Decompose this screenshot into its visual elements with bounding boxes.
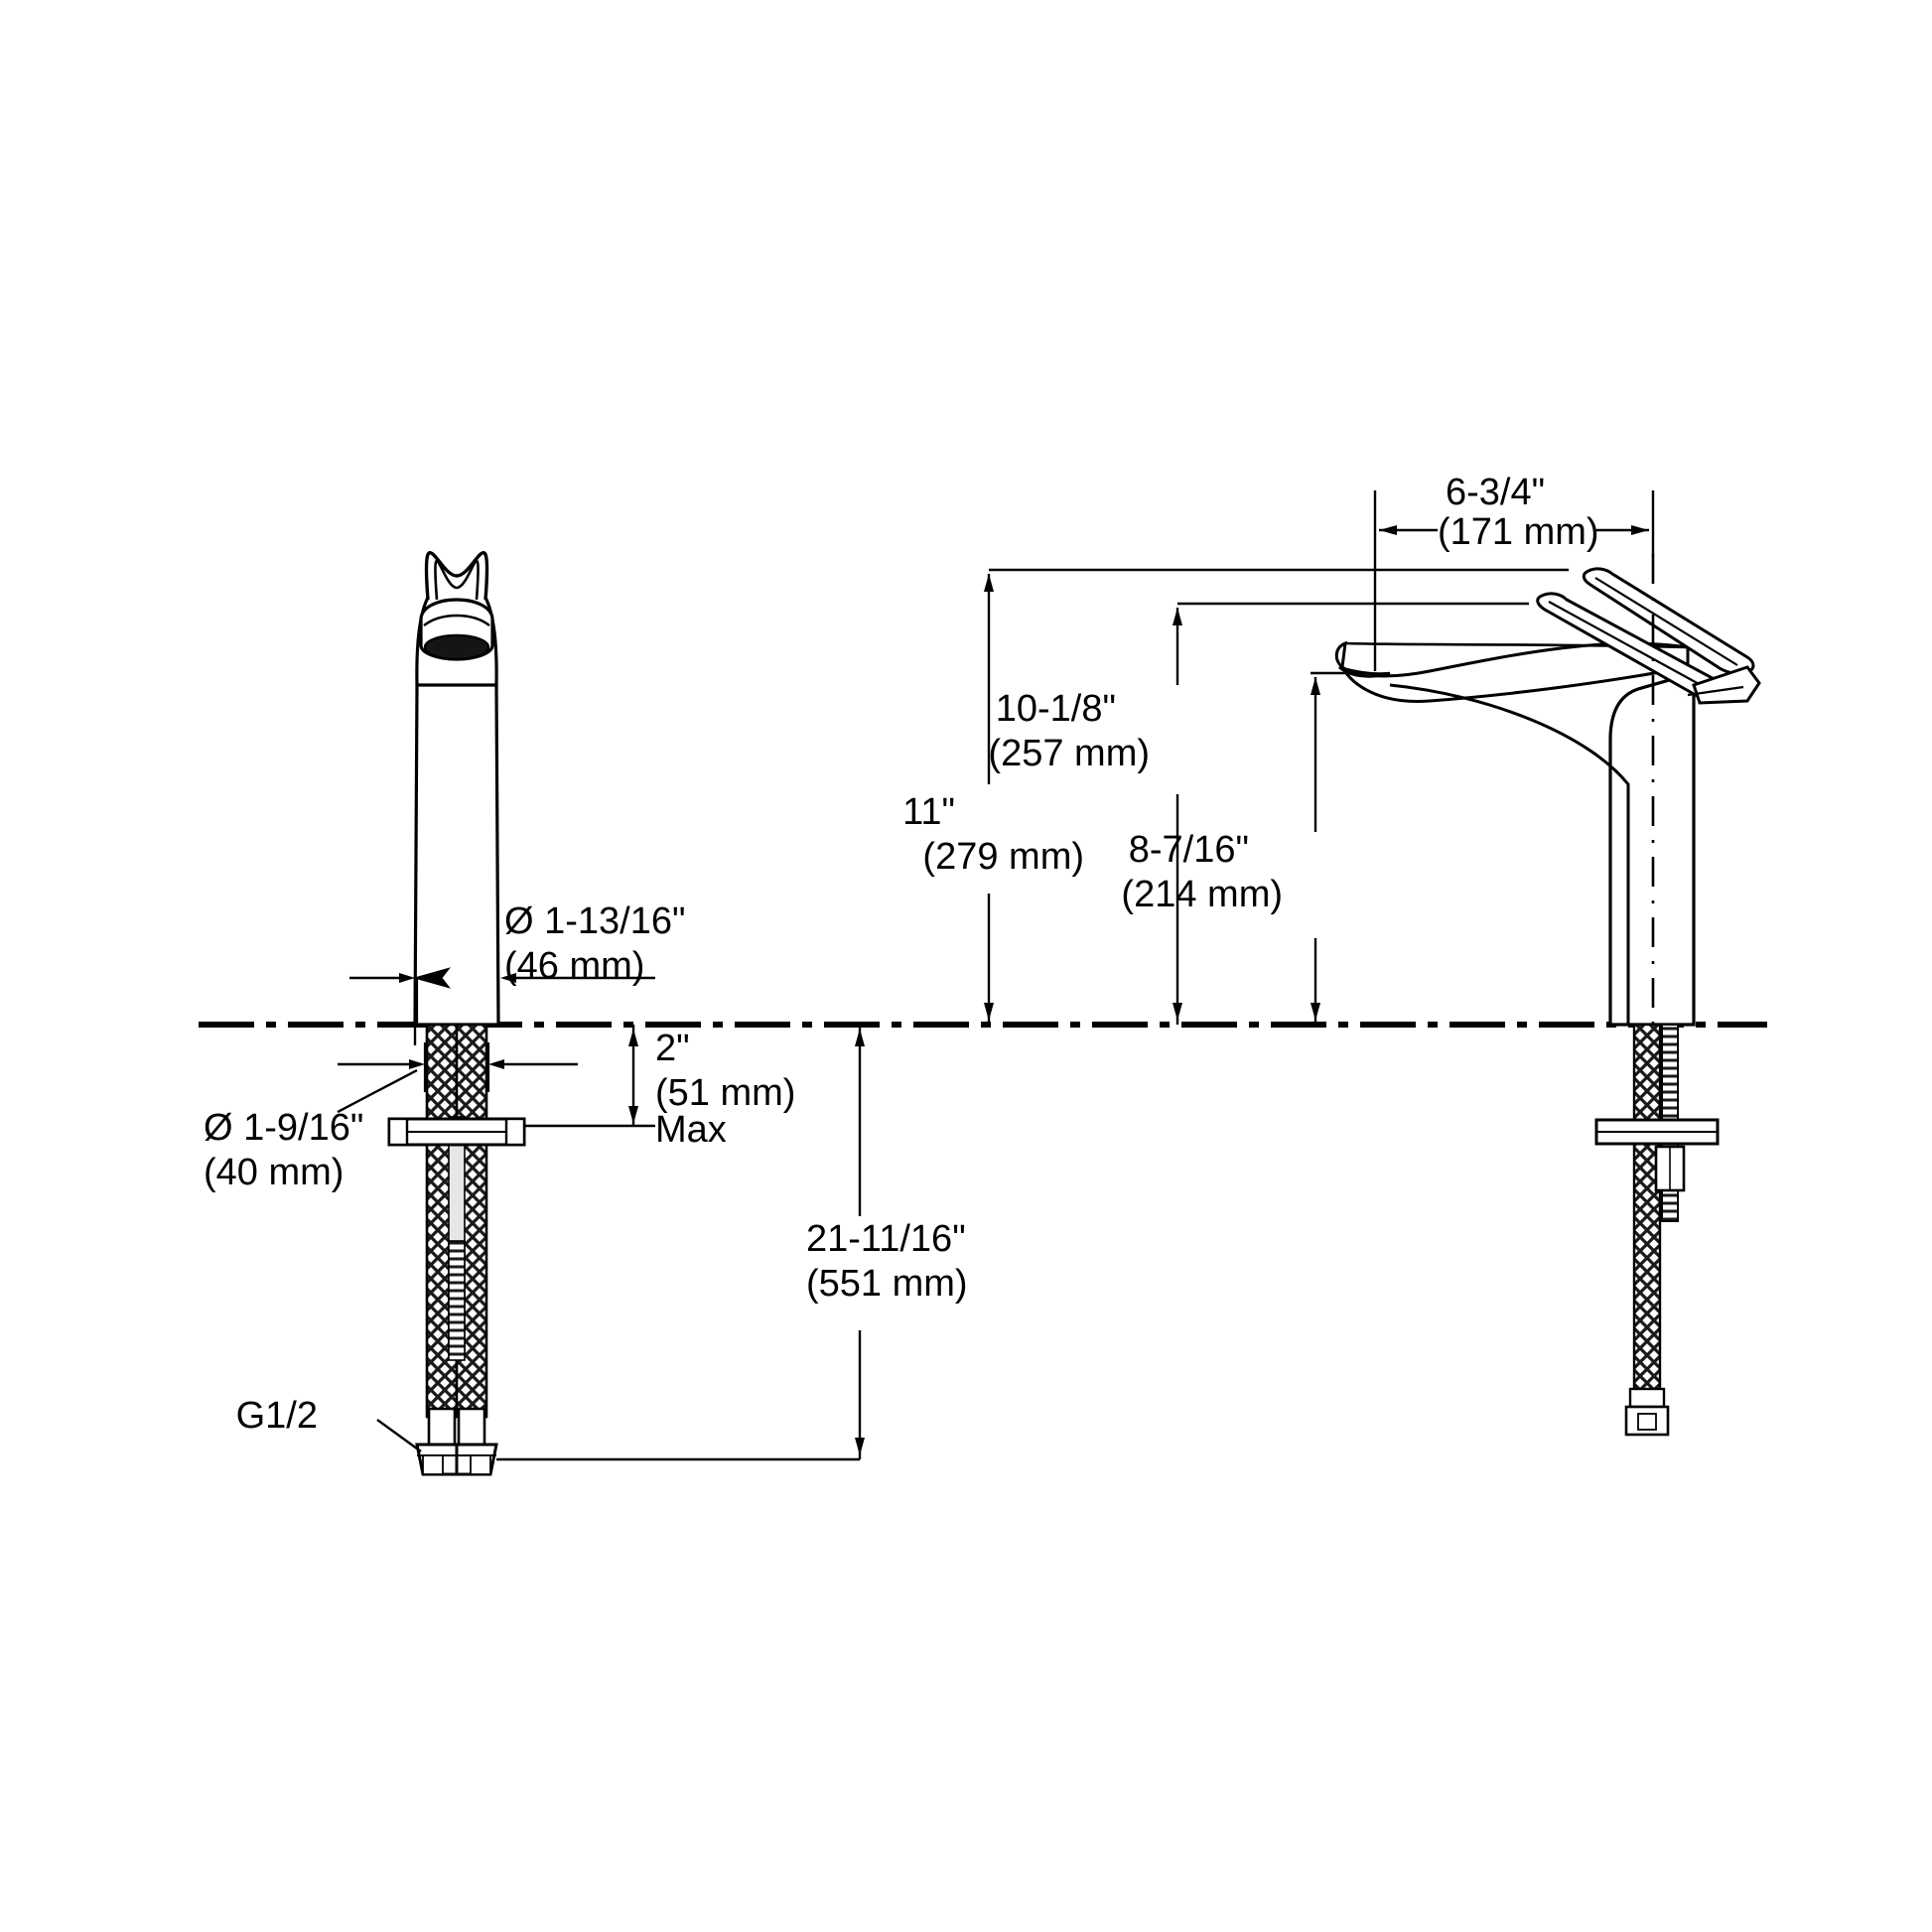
dimension-overall-height: 11" (279 mm)	[902, 568, 1569, 1025]
dimension-supply-length: 21-11/16" (551 mm)	[496, 1025, 968, 1461]
dimension-shank-diameter: Ø 1-9/16" (40 mm)	[204, 1042, 578, 1193]
max-deck-thickness-qualifier: Max	[655, 1109, 727, 1151]
dimension-max-deck-thickness: 2" (51 mm) Max	[524, 1025, 795, 1151]
handle-height-imperial: 10-1/8"	[996, 688, 1116, 730]
front-view-inlet-fittings	[415, 1407, 498, 1476]
side-view-mounting-nut	[1654, 1145, 1686, 1192]
side-view-body	[1608, 670, 1696, 1027]
side-view-inlet-fitting	[1624, 1387, 1670, 1437]
overall-height-imperial: 11"	[902, 791, 955, 833]
inlet-thread-label: G1/2	[236, 1395, 318, 1437]
spout-body-diameter-imperial: Ø 1-13/16"	[504, 900, 686, 942]
overall-height-metric: (279 mm)	[922, 836, 1084, 878]
front-view-faucet	[387, 551, 526, 1476]
callout-inlet-thread: G1/2	[236, 1395, 422, 1452]
dimension-handle-height: 10-1/8" (257 mm)	[988, 602, 1529, 1025]
spout-reach-metric: (171 mm)	[1438, 511, 1599, 553]
spout-body-diameter-metric: (46 mm)	[504, 945, 644, 987]
side-view-under-deck-assembly	[1632, 1023, 1679, 1394]
spout-height-imperial: 8-7/16"	[1129, 829, 1249, 871]
front-view-supply-hoses	[425, 1023, 488, 1419]
spout-height-metric: (214 mm)	[1121, 874, 1283, 915]
supply-length-imperial: 21-11/16"	[806, 1218, 966, 1260]
front-view-mounting-bracket	[387, 1117, 526, 1147]
max-deck-thickness-metric: (51 mm)	[655, 1072, 795, 1114]
spout-reach-imperial: 6-3/4"	[1446, 472, 1545, 513]
dimension-spout-reach: 6-3/4" (171 mm)	[1373, 472, 1655, 671]
supply-length-metric: (551 mm)	[806, 1263, 968, 1305]
max-deck-thickness-imperial: 2"	[655, 1028, 690, 1069]
side-view-faucet	[1334, 554, 1761, 1437]
side-view-mounting-bracket	[1594, 1118, 1720, 1146]
front-view-spout-head	[419, 551, 494, 661]
dimension-spout-body-diameter: Ø 1-13/16" (46 mm)	[349, 900, 686, 1045]
shank-diameter-imperial: Ø 1-9/16"	[204, 1107, 363, 1149]
side-view-lever-handle	[1536, 567, 1761, 705]
handle-height-metric: (257 mm)	[988, 733, 1150, 774]
shank-diameter-metric: (40 mm)	[204, 1152, 344, 1193]
dimension-spout-height: 8-7/16" (214 mm)	[1121, 671, 1362, 1025]
